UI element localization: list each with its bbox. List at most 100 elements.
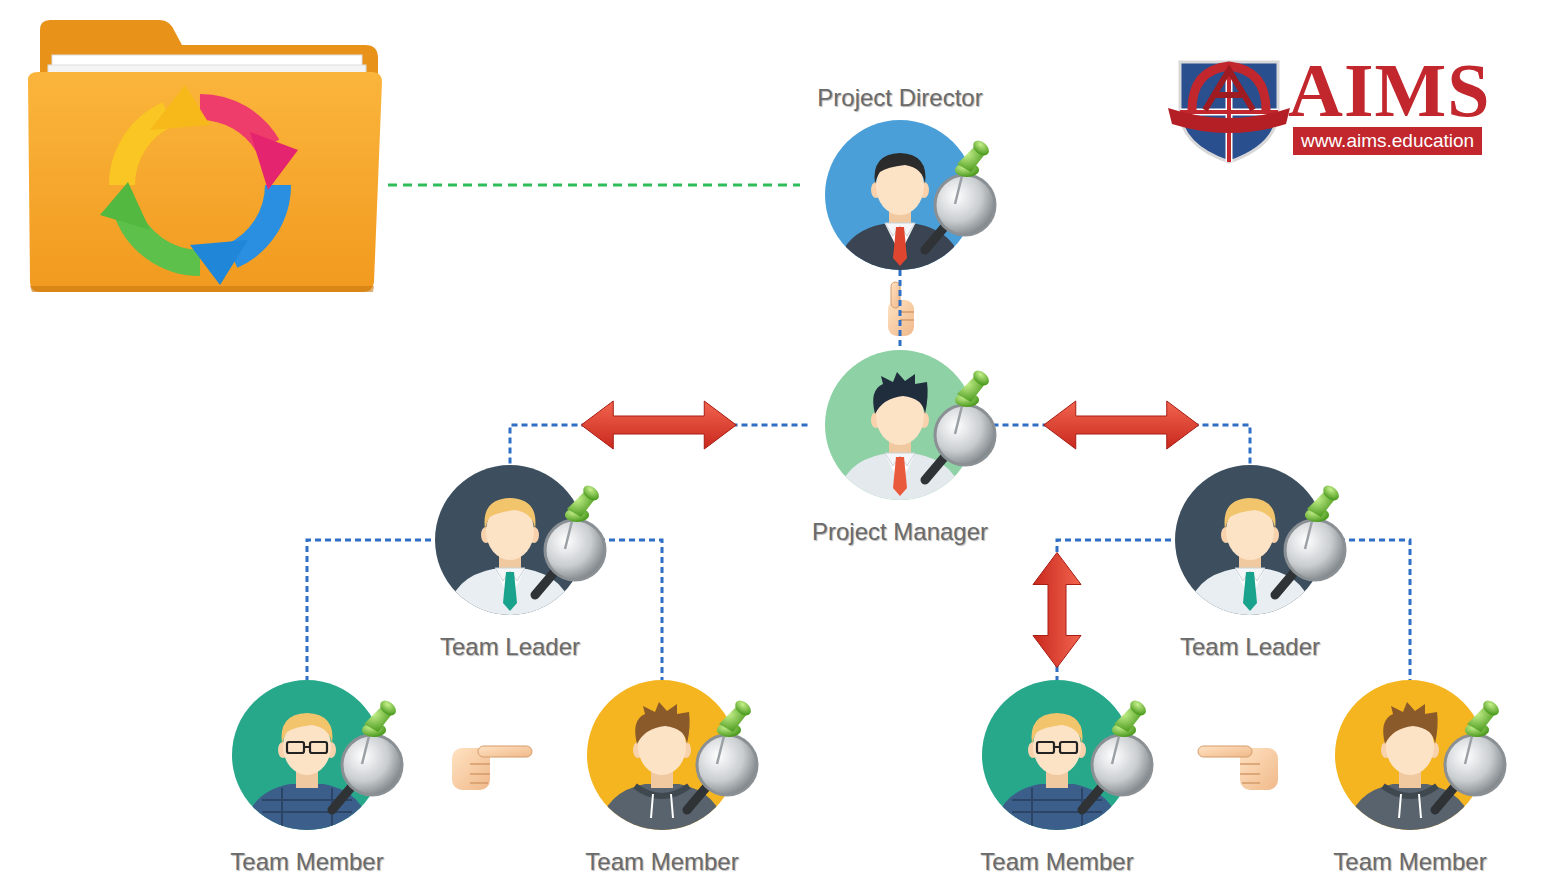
illustration-part [1180,62,1278,162]
avatar-part [955,402,963,434]
avatar-part [717,732,725,764]
person-node: Project Manager [808,350,993,546]
avatar-part [970,138,992,159]
role-label: Team Member [581,848,743,876]
cycle-arrow-heads [100,85,298,285]
illustration-part [1180,62,1278,162]
folder-icon [28,20,382,292]
person-avatar [435,465,585,615]
illustration-part [1168,108,1290,133]
person-node: Team Leader [1171,465,1329,661]
avatar-part [599,784,725,832]
avatar-part [1465,732,1473,764]
avatar-part [244,784,370,832]
avatar-part [1032,713,1083,744]
avatar-part [1037,742,1054,753]
avatar-part [580,483,602,504]
connector-line [899,270,902,350]
avatar-part [485,498,536,529]
avatar-part [1480,698,1502,719]
cycle-arrows [122,107,278,263]
avatar-part [1187,569,1313,617]
role-label: Team Leader [1171,633,1329,661]
connector [510,401,808,465]
role-label: Team Leader [431,633,589,661]
connector [307,540,431,680]
person-avatar [587,680,737,830]
illustration-part [250,132,298,190]
role-label: Project Director [813,84,987,112]
avatar-part [873,372,927,414]
avatar-part [342,735,402,795]
avatar-part [1054,746,1060,748]
avatar-part [994,784,1120,832]
person-avatar [1175,465,1325,615]
person-avatar [825,350,975,500]
avatar-part [935,175,995,235]
avatar-part [1383,702,1437,744]
avatar-part [565,517,573,549]
connector [900,270,901,350]
avatar-part [955,172,963,204]
avatar-part [1037,742,1077,753]
avatar-part [545,520,605,580]
avatar-part [935,405,995,465]
illustration-part [1198,746,1252,757]
avatar-part [970,368,992,389]
avatar-part [304,746,310,748]
avatar-part [635,702,689,744]
avatar-part [837,224,963,272]
avatar-part [893,457,907,496]
person-node: Project Director [813,84,987,270]
illustration-part [28,72,382,292]
arrow-head [1033,553,1081,668]
arrow-head [1044,401,1199,449]
illustration-part [478,746,532,757]
avatar-part [1112,732,1120,764]
person-avatar [232,680,382,830]
avatar-part [362,732,370,764]
connector [1033,540,1171,680]
avatar-part [282,713,333,744]
illustration-part [1180,62,1278,162]
avatar-part [1285,520,1345,580]
avatar-part [1092,735,1152,795]
person-node: Team Leader [431,465,589,661]
illustration-part [30,286,374,292]
avatar-part [287,742,327,753]
role-label: Project Manager [808,518,993,546]
dashed-link [388,184,800,187]
person-node: Team Member [976,680,1138,876]
illustration-part [470,764,490,783]
person-avatar [825,120,975,270]
avatar-part [697,735,757,795]
person-node: Team Member [581,680,743,876]
avatar-part [893,227,907,266]
avatar-part [1127,698,1149,719]
brand-url: www.aims.education [1293,127,1482,155]
pointing-hand [1198,746,1278,790]
avatar-part [377,698,399,719]
avatar-part [875,153,926,184]
brand-name: AIMS [1288,50,1490,130]
illustration-part [1192,66,1266,110]
avatar-part [1399,794,1421,818]
role-label: Team Member [1329,848,1491,876]
avatar-part [287,742,304,753]
person-node: Team Member [226,680,388,876]
avatar-part [651,794,673,818]
illustration-part [900,312,914,320]
person-node: Team Member [1329,680,1491,876]
avatar-part [503,572,517,611]
pointing-hand [452,746,532,790]
illustration-part [150,85,210,130]
avatar-part [837,454,963,502]
avatar-part [447,569,573,617]
avatar-part [1320,483,1342,504]
avatar-part [1060,742,1077,753]
illustration-part [190,240,248,285]
role-label: Team Member [226,848,388,876]
illustration-part [1205,70,1253,110]
avatar-part [1243,572,1257,611]
avatar-part [1347,784,1473,832]
